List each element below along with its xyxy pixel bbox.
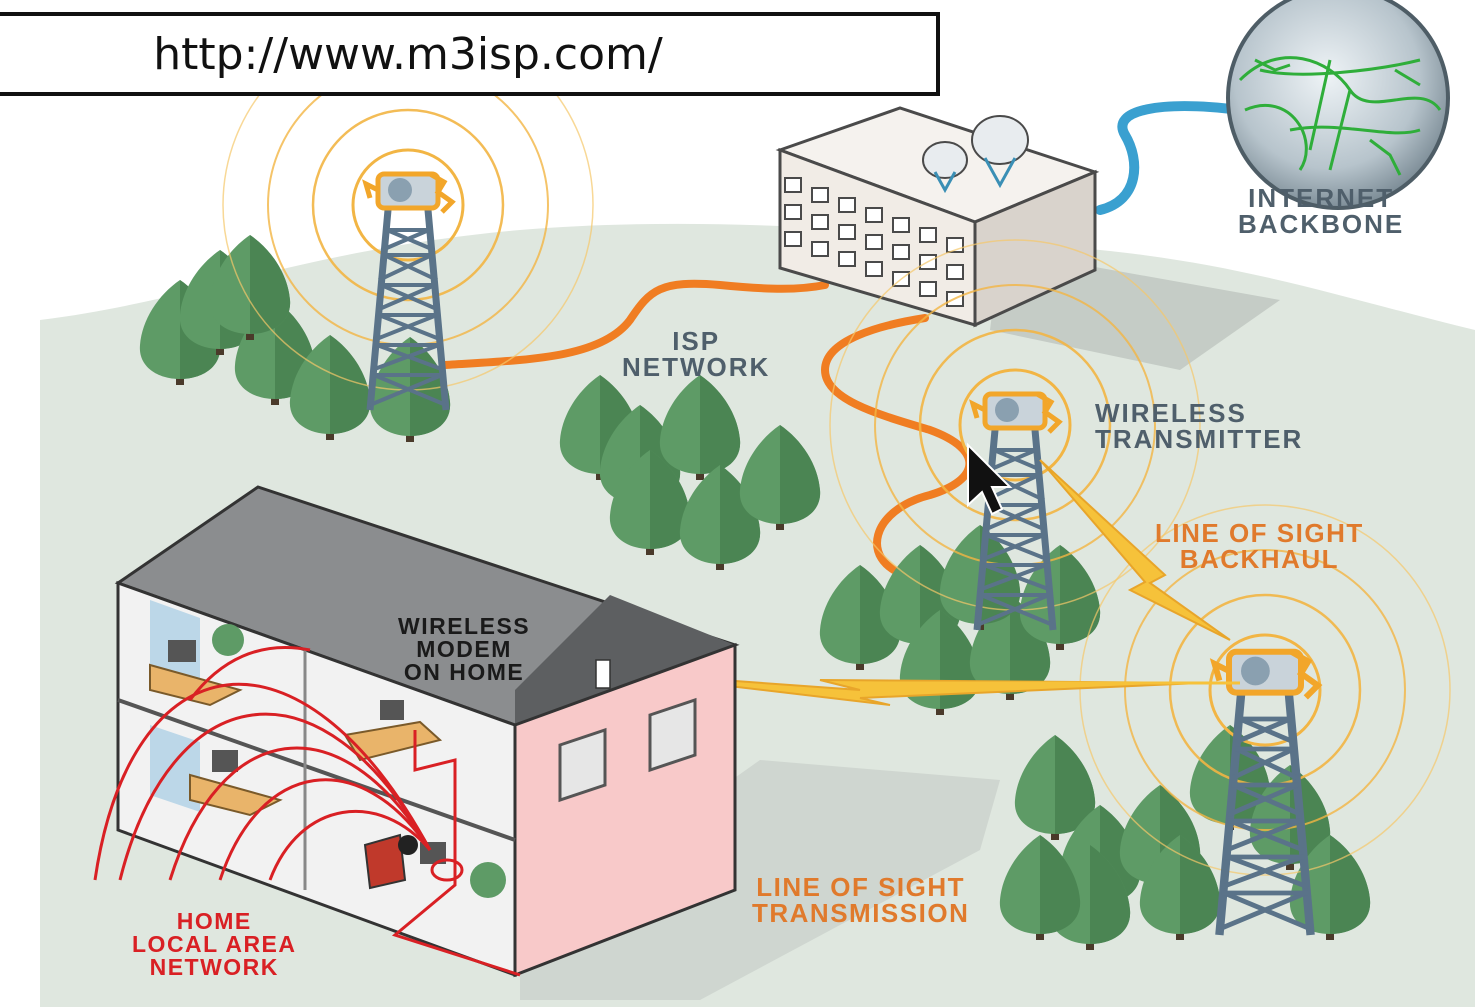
wireless-modem-icon xyxy=(595,659,611,689)
backbone-cable xyxy=(1095,101,1245,215)
label-line-of-sight-transmission: LINE OF SIGHT TRANSMISSION xyxy=(752,872,970,928)
internet-backbone-globe-icon xyxy=(1226,0,1450,210)
lan-waves xyxy=(93,645,432,881)
label-line-of-sight-backhaul: LINE OF SIGHT BACKHAUL xyxy=(1155,518,1364,574)
label-home-lan: HOME LOCAL AREA NETWORK xyxy=(132,908,297,980)
backhaul-beam xyxy=(1039,459,1231,641)
satellite-dish-icon xyxy=(922,115,1029,194)
label-isp-network: ISP NETWORK xyxy=(622,326,771,382)
label-wireless-modem: WIRELESS MODEM ON HOME xyxy=(398,613,531,685)
label-internet-backbone: INTERNET BACKBONE xyxy=(1238,183,1405,239)
house-shadow xyxy=(520,760,1000,1000)
mouse-cursor-icon xyxy=(967,442,1013,516)
label-wireless-transmitter: WIRELESS TRANSMITTER xyxy=(1095,398,1304,454)
url-bar[interactable]: http://www.m3isp.com/ xyxy=(0,12,940,96)
url-text: http://www.m3isp.com/ xyxy=(153,28,663,80)
